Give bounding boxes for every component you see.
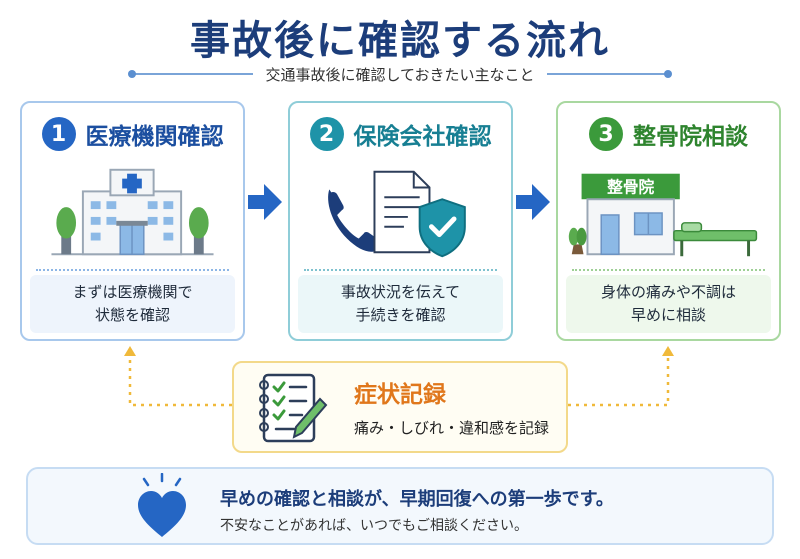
- step-description: 身体の痛みや不調は 早めに相談: [566, 275, 771, 333]
- step-number-badge: 3: [589, 117, 623, 151]
- checklist-notebook-icon: [259, 373, 328, 443]
- step-header: 3 整骨院相談: [558, 117, 779, 151]
- footer-sub-message: 不安なことがあれば、いつでもご相談ください。: [220, 518, 528, 534]
- step-number-badge: 1: [41, 117, 76, 151]
- step-description-line: 手続きを確認: [355, 306, 446, 324]
- heart-icon: [138, 473, 186, 537]
- step-header: 1 医療機関確認: [22, 117, 243, 151]
- footer-message-box: 早めの確認と相談が、早期回復への第一歩です。 不安なことがあれば、いつでもご相談…: [26, 467, 774, 545]
- step-description: 事故状況を伝えて 手続きを確認: [298, 275, 503, 333]
- clinic-sign: 整骨院: [607, 177, 654, 196]
- symptom-record-box: 症状記録 痛み・しびれ・違和感を記録: [232, 361, 568, 453]
- step-card-clinic: 3 整骨院相談 整骨院 身体の痛みや不調は 早めに相談: [556, 101, 781, 341]
- step-description-line: まずは医療機関で: [72, 282, 193, 301]
- card-divider: [304, 269, 497, 271]
- step-header: 2 保険会社確認: [290, 117, 511, 151]
- step-description-line: 事故状況を伝えて: [340, 282, 461, 301]
- phone-document-shield-icon: [328, 170, 466, 258]
- step-title: 整骨院相談: [633, 124, 748, 150]
- step-title: 医療機関確認: [85, 124, 224, 150]
- step-description-line: 状態を確認: [94, 306, 170, 324]
- step-number-badge: 2: [309, 117, 344, 151]
- footer-main-message: 早めの確認と相談が、早期回復への第一歩です。: [220, 489, 614, 510]
- subtitle-divider-left: [127, 70, 254, 78]
- subtitle: 交通事故後に確認しておきたい主なこと: [265, 65, 535, 84]
- step-description: まずは医療機関で 状態を確認: [30, 275, 235, 333]
- record-title: 症状記録: [354, 382, 446, 408]
- subtitle-divider-right: [546, 70, 673, 78]
- card-divider: [36, 269, 229, 271]
- step-card-medical: 1 医療機関確認 まずは医療機関で 状態を確認: [20, 101, 245, 341]
- step-description-line: 早めに相談: [630, 306, 706, 324]
- record-description: 痛み・しびれ・違和感を記録: [354, 419, 550, 437]
- card-divider: [572, 269, 765, 271]
- step-title: 保険会社確認: [353, 124, 492, 150]
- clinic-building-icon: 整骨院: [568, 173, 758, 257]
- subtitle-row: 交通事故後に確認しておきたい主なこと: [127, 64, 673, 84]
- step-description-line: 身体の痛みや不調は: [600, 282, 736, 301]
- arrow-right-icon: [248, 184, 282, 220]
- hospital-icon: [51, 168, 214, 256]
- page-title: 事故後に確認する流れ: [190, 18, 610, 64]
- step-card-insurance: 2 保険会社確認 事故状況を伝えて 手続きを確認: [288, 101, 513, 341]
- arrow-right-icon: [516, 184, 550, 220]
